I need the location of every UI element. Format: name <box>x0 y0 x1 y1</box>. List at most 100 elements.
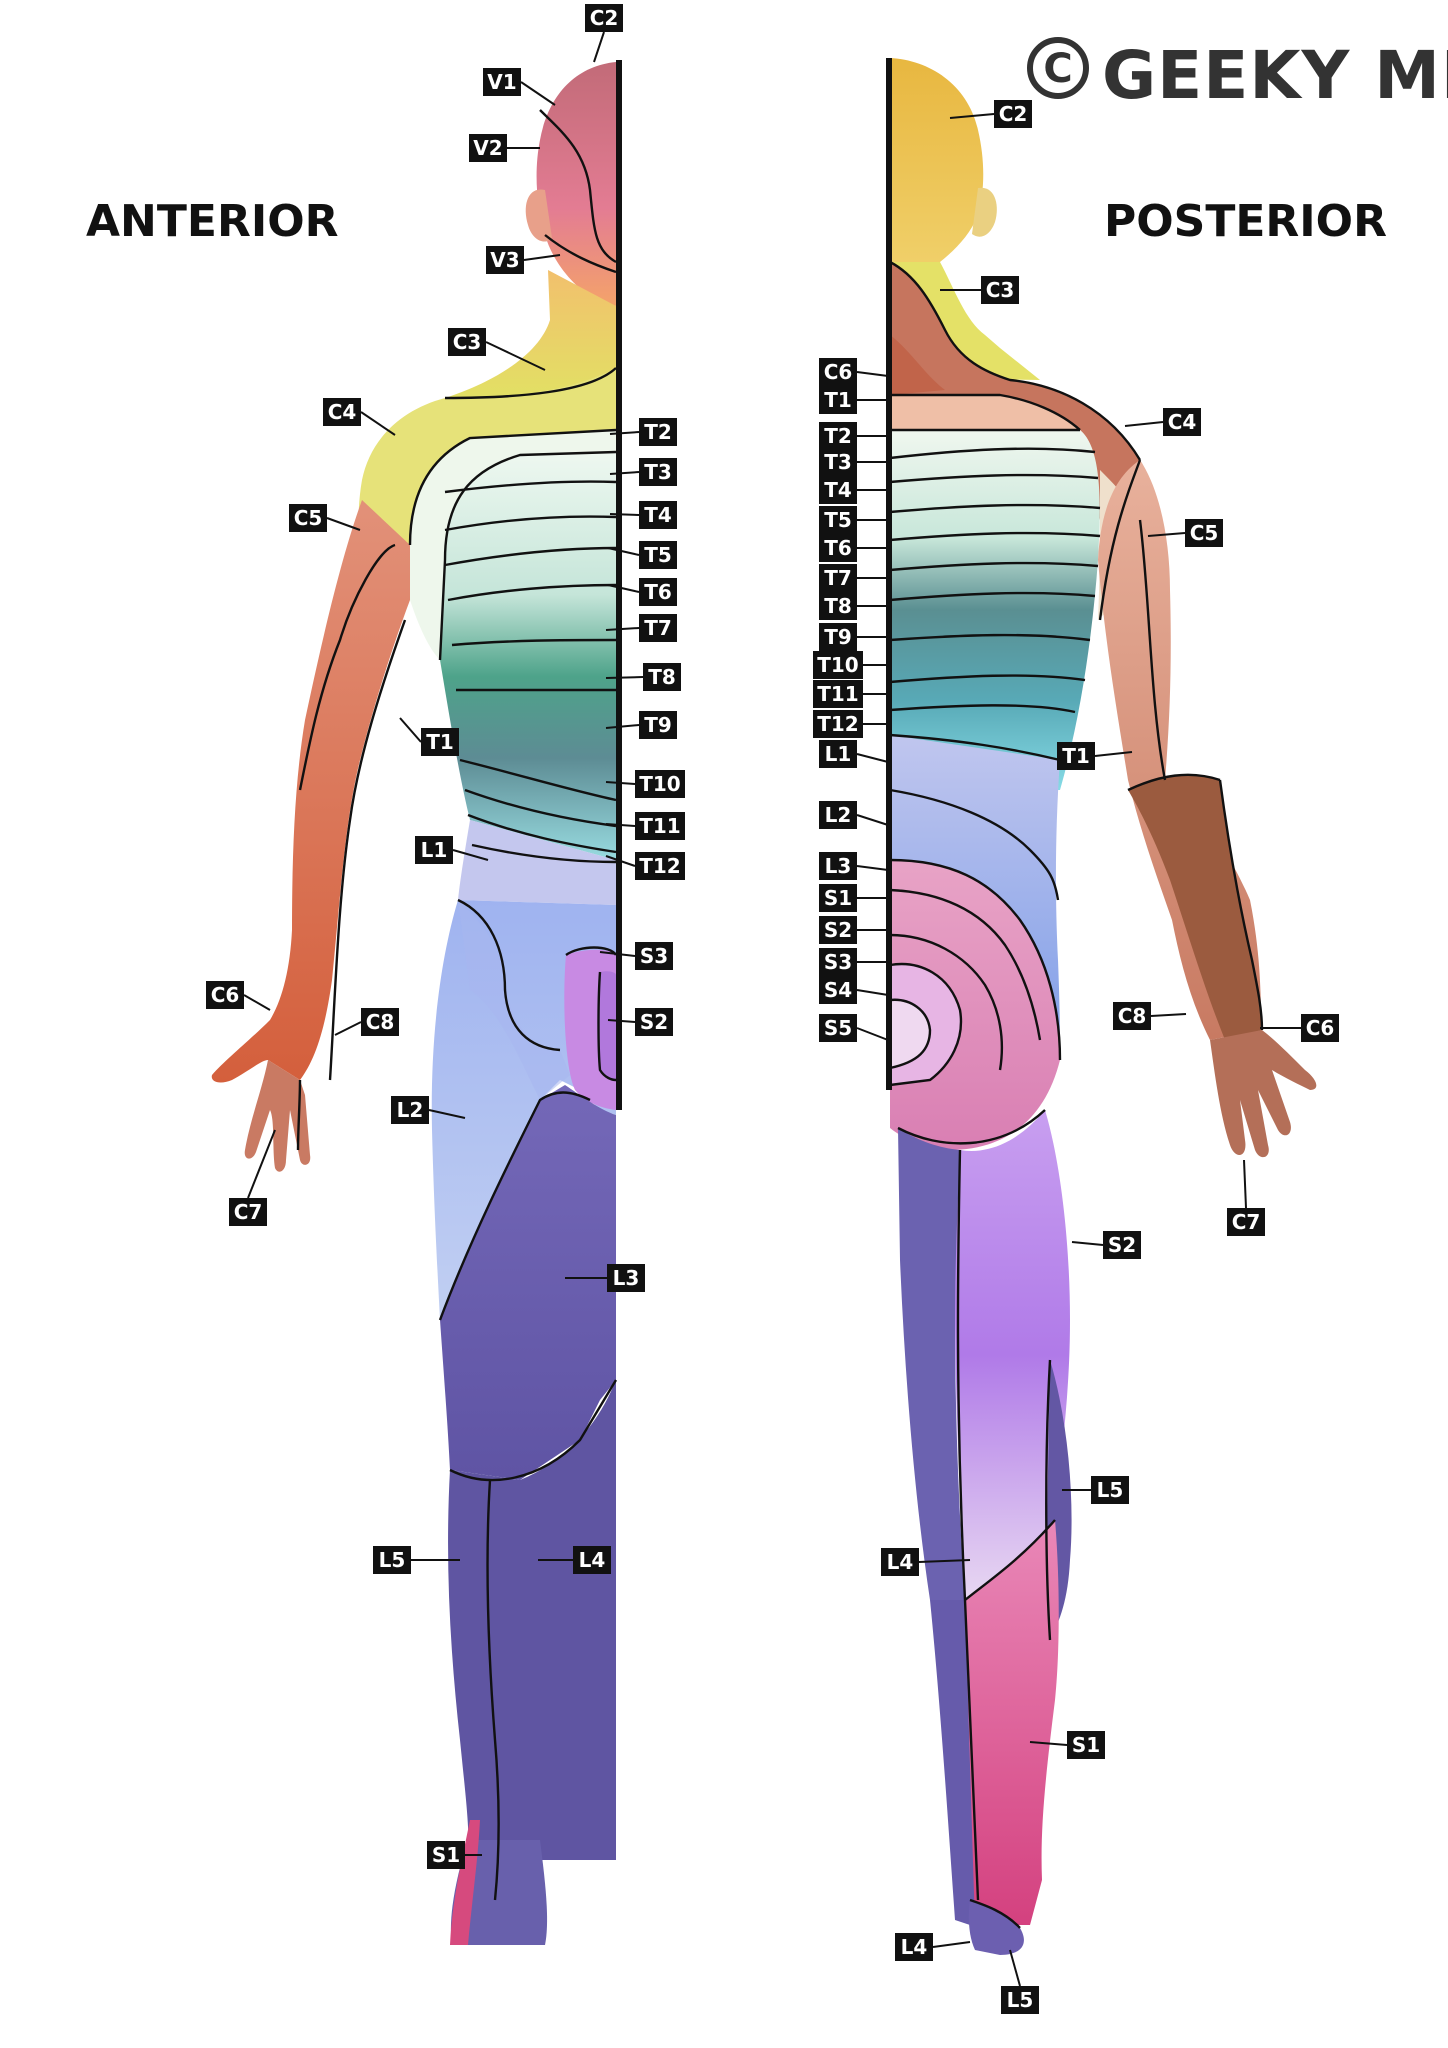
anterior-leg-l3 <box>440 1085 616 1480</box>
label-text: S5 <box>824 1016 852 1040</box>
anterior-boundary-t11 <box>467 813 617 854</box>
label-text: T3 <box>644 460 672 484</box>
posterior-boundary-arm-t1 <box>1127 773 1221 792</box>
label-text: S1 <box>432 1843 460 1867</box>
posterior-label-c4-23: C4 <box>1124 408 1201 436</box>
posterior-boundary-l2-l3 <box>889 858 1062 1061</box>
label-box <box>486 246 524 274</box>
label-leader-line <box>856 814 889 826</box>
anterior-label-c4-5: C4 <box>323 398 396 436</box>
label-box <box>1301 1014 1339 1042</box>
label-text: S2 <box>640 1010 668 1034</box>
anterior-neck-c3 <box>445 270 616 398</box>
label-text: S4 <box>824 978 852 1002</box>
label-box <box>819 476 857 504</box>
anterior-boundary-t7 <box>451 638 617 647</box>
label-box <box>639 711 677 739</box>
label-box <box>819 852 857 880</box>
label-text: T10 <box>817 653 858 677</box>
label-leader-line <box>1150 1013 1187 1017</box>
label-box <box>206 981 244 1009</box>
label-box <box>1057 742 1095 770</box>
anterior-boundary-t12 <box>471 843 617 864</box>
posterior-label-l5-30: L5 <box>1062 1476 1129 1504</box>
anterior-label-s1-29: S1 <box>427 1841 482 1869</box>
anterior-label-c2-0: C2 <box>585 4 623 63</box>
label-text: T1 <box>426 730 454 754</box>
label-box <box>819 976 857 1004</box>
label-box <box>289 504 327 532</box>
label-text: L4 <box>901 1935 928 1959</box>
label-text: L1 <box>825 742 852 766</box>
anterior-foot-s1 <box>450 1820 480 1945</box>
posterior-label-l2-16: L2 <box>819 801 889 829</box>
posterior-hand <box>1210 1030 1317 1158</box>
label-box <box>994 100 1032 128</box>
label-box <box>415 836 453 864</box>
label-box <box>819 506 857 534</box>
posterior-figure <box>886 58 1317 1955</box>
anterior-boundary-t5 <box>444 546 617 567</box>
label-text: C3 <box>986 278 1015 302</box>
label-text: T3 <box>824 450 852 474</box>
posterior-boundary-t7 <box>889 561 1099 572</box>
label-leader-line <box>607 547 640 556</box>
anterior-chest-t2 <box>410 430 616 660</box>
label-leader-line <box>1071 1241 1104 1246</box>
posterior-label-t9-11: T9 <box>819 623 888 651</box>
label-leader-line <box>247 1129 276 1199</box>
anterior-shoulder-c4 <box>358 368 616 585</box>
anterior-boundary-v2 <box>544 234 617 274</box>
label-leader-line <box>605 627 640 631</box>
anterior-label-l3-26: L3 <box>565 1264 645 1292</box>
label-leader-line <box>243 994 271 1011</box>
label-box <box>813 710 863 738</box>
label-text: T2 <box>644 420 672 444</box>
posterior-label-t11-13: T11 <box>813 680 888 708</box>
posterior-boundary-l1-l2 <box>889 788 1060 901</box>
label-text: S3 <box>824 950 852 974</box>
label-box <box>819 884 857 912</box>
label-text: T11 <box>817 682 858 706</box>
label-box <box>819 386 857 414</box>
posterior-heel <box>968 1900 1024 1955</box>
label-box <box>483 68 521 96</box>
anterior-label-t7-16: T7 <box>605 614 677 642</box>
anterior-boundary-groin <box>457 898 561 1052</box>
posterior-label-s1-32: S1 <box>1029 1731 1105 1759</box>
posterior-head-c2 <box>890 58 984 270</box>
label-box <box>421 728 459 756</box>
label-text: C2 <box>999 102 1028 126</box>
label-box <box>639 501 677 529</box>
label-box <box>229 1198 267 1226</box>
label-text: C7 <box>234 1200 263 1224</box>
posterior-label-c7-28: C7 <box>1227 1159 1265 1236</box>
label-leader-line <box>609 471 640 475</box>
label-text: C2 <box>590 6 619 30</box>
posterior-label-t3-5: T3 <box>819 448 888 476</box>
posterior-boundary-t10 <box>889 674 1086 684</box>
posterior-label-c8-26: C8 <box>1113 1002 1187 1030</box>
brand-logo: C GEEKY MEDICS <box>1027 37 1448 114</box>
label-text: S2 <box>1108 1233 1136 1257</box>
label-box <box>881 1548 919 1576</box>
posterior-calf-s1 <box>965 1520 1059 1925</box>
label-leader-line <box>605 724 640 729</box>
posterior-label-s1-18: S1 <box>819 884 888 912</box>
posterior-label-t5-7: T5 <box>819 506 888 534</box>
label-box <box>635 770 685 798</box>
anterior-label-t10-19: T10 <box>605 770 685 798</box>
label-box <box>639 418 677 446</box>
posterior-label-c3-1: C3 <box>940 276 1019 304</box>
label-leader-line <box>1029 1741 1068 1746</box>
anterior-label-l4-28: L4 <box>538 1546 611 1574</box>
label-box <box>981 276 1019 304</box>
label-text: L4 <box>887 1550 914 1574</box>
posterior-boundary-t8 <box>889 591 1096 602</box>
label-leader-line <box>1147 532 1186 537</box>
posterior-label-t4-6: T4 <box>819 476 888 504</box>
label-leader-line <box>856 865 889 871</box>
posterior-label-c5-24: C5 <box>1147 519 1223 547</box>
label-leader-line <box>918 1559 971 1563</box>
label-leader-line <box>609 431 640 435</box>
